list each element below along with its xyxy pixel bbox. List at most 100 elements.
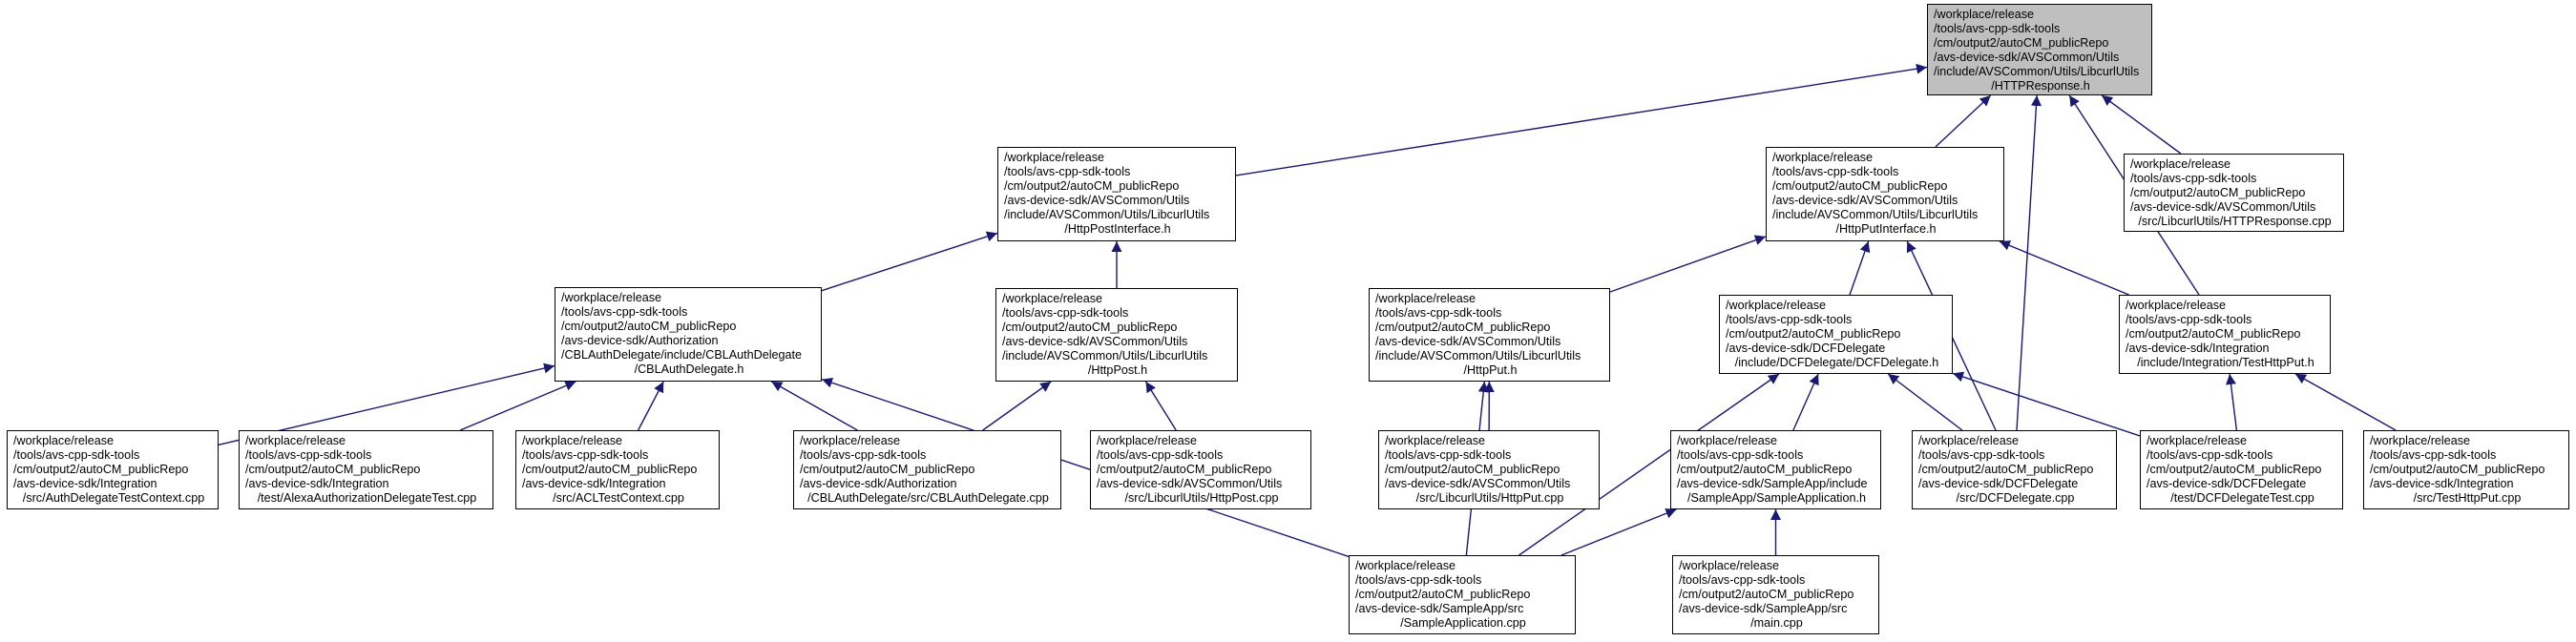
node-path-line: /tools/avs-cpp-sdk-tools [522,448,649,462]
node-http-post-h[interactable]: /workplace/release /tools/avs-cpp-sdk-to… [995,288,1238,382]
node-path-line: /cm/output2/autoCM_publicRepo [2126,327,2301,341]
node-file-name: /include/Integration/TestHttpPut.h [2137,356,2314,369]
edge-dcf_delegate_test_cpp-to-test_http_put_h [2226,373,2238,431]
node-path-line: /tools/avs-cpp-sdk-tools [1918,448,2045,462]
node-path-line: /cm/output2/autoCM_publicRepo [1002,321,1178,334]
node-path-line: /tools/avs-cpp-sdk-tools [1004,165,1131,178]
node-path-line: /avs-device-sdk/Integration [2126,342,2270,355]
node-http-post-interface-h[interactable]: /workplace/release /tools/avs-cpp-sdk-to… [997,147,1236,241]
node-file-name: /HTTPResponse.h [1991,79,2090,93]
node-file-name: /main.cpp [1750,616,1803,630]
node-test-http-put-cpp[interactable]: /workplace/release /tools/avs-cpp-sdk-to… [2363,430,2569,509]
node-sample-application-cpp[interactable]: /workplace/release /tools/avs-cpp-sdk-to… [1349,555,1576,634]
node-path-line: /workplace/release [1679,559,1779,572]
node-path-line: /tools/avs-cpp-sdk-tools [2370,448,2497,462]
node-main-cpp[interactable]: /workplace/release /tools/avs-cpp-sdk-to… [1672,555,1879,634]
node-path-line: /tools/avs-cpp-sdk-tools [800,448,927,462]
edge-sample_application_cpp-to-sample_application_h [1560,507,1677,556]
node-path-line: /cm/output2/autoCM_publicRepo [561,320,737,333]
node-path-line: /tools/avs-cpp-sdk-tools [1679,573,1806,587]
node-path-line: /tools/avs-cpp-sdk-tools [1934,22,2061,35]
node-file-name: /CBLAuthDelegate.h [634,362,744,376]
node-http-put-cpp[interactable]: /workplace/release /tools/avs-cpp-sdk-to… [1378,430,1600,509]
node-path-line: /cm/output2/autoCM_publicRepo [1385,463,1560,476]
node-path-line: /workplace/release [1726,299,1826,312]
edge-alexa_authorization_delegate_test_cpp-to-cbl_auth_delegate_h [459,381,576,431]
node-path-line: /avs-device-sdk/SampleApp/src [1355,602,1524,615]
node-http-put-h[interactable]: /workplace/release /tools/avs-cpp-sdk-to… [1369,288,1610,382]
edge-cbl_auth_delegate_cpp-to-http_post_h [982,381,1052,431]
node-test-http-put-h[interactable]: /workplace/release /tools/avs-cpp-sdk-to… [2119,295,2331,374]
node-path-line: /cm/output2/autoCM_publicRepo [2370,463,2545,476]
node-cbl-auth-delegate-cpp[interactable]: /workplace/release /tools/avs-cpp-sdk-to… [793,430,1061,509]
node-path-line: /cm/output2/autoCM_publicRepo [800,463,975,476]
node-dcf-delegate-cpp[interactable]: /workplace/release /tools/avs-cpp-sdk-to… [1912,430,2117,509]
node-path-line: /avs-device-sdk/DCFDelegate [1726,342,1886,355]
node-path-line: /cm/output2/autoCM_publicRepo [2130,186,2306,199]
node-path-line: /cm/output2/autoCM_publicRepo [1355,588,1531,601]
node-http-response-h[interactable]: /workplace/release /tools/avs-cpp-sdk-to… [1927,4,2152,95]
edge-test_http_put_h-to-http_put_interface_h [1999,240,2129,296]
node-file-name: /src/LibcurlUtils/HttpPut.cpp [1415,491,1564,505]
node-alexa-authorization-delegate-test-cpp[interactable]: /workplace/release /tools/avs-cpp-sdk-to… [239,430,493,509]
node-path-line: /avs-device-sdk/AVSCommon/Utils [1385,477,1571,490]
edge-sample_application_cpp-to-cbl_auth_delegate_h [821,377,1350,558]
node-file-name: /include/DCFDelegate/DCFDelegate.h [1734,356,1939,369]
node-path-line: /workplace/release [522,434,622,447]
node-path-line: /workplace/release [1385,434,1485,447]
node-file-name: /SampleApp/SampleApplication.h [1687,491,1866,505]
node-path-line: /cm/output2/autoCM_publicRepo [1004,179,1180,193]
node-file-name: /SampleApplication.cpp [1400,616,1526,630]
node-dcf-delegate-h[interactable]: /workplace/release /tools/avs-cpp-sdk-to… [1719,295,1953,374]
node-path-line: /include/AVSCommon/Utils/LibcurlUtils [1772,208,1979,221]
node-http-response-cpp[interactable]: /workplace/release /tools/avs-cpp-sdk-to… [2124,154,2344,232]
edge-cbl_auth_delegate_h-to-http_post_interface_h [821,231,998,292]
node-path-line: /avs-device-sdk/SampleApp/include [1677,477,1868,490]
node-path-line: /avs-device-sdk/AVSCommon/Utils [1375,335,1561,348]
edge-test_http_put_cpp-to-test_http_put_h [2294,373,2397,431]
edge-dcf_delegate_test_cpp-to-dcf_delegate_h [1952,371,2141,437]
node-path-line: /avs-device-sdk/SampleApp/src [1679,602,1848,615]
node-file-name: /CBLAuthDelegate/src/CBLAuthDelegate.cpp [807,491,1049,505]
node-path-line: /avs-device-sdk/Integration [245,477,389,490]
node-http-put-interface-h[interactable]: /workplace/release /tools/avs-cpp-sdk-to… [1766,147,2004,241]
edge-dcf_delegate_cpp-to-dcf_delegate_h [1887,373,1963,431]
node-file-name: /test/DCFDelegateTest.cpp [2170,491,2314,505]
node-path-line: /CBLAuthDelegate/include/CBLAuthDelegate [561,348,803,362]
node-acl-test-context-cpp[interactable]: /workplace/release /tools/avs-cpp-sdk-to… [515,430,720,509]
node-path-line: /tools/avs-cpp-sdk-tools [2130,172,2257,185]
node-path-line: /avs-device-sdk/Authorization [800,477,957,490]
node-file-name: /src/TestHttpPut.cpp [2413,491,2522,505]
node-path-line: /cm/output2/autoCM_publicRepo [1934,36,2109,50]
node-path-line: /workplace/release [1677,434,1777,447]
node-path-line: /avs-device-sdk/Integration [13,477,157,490]
edge-http_post_interface_h-to-http_response_h [1235,63,1928,176]
node-path-line: /cm/output2/autoCM_publicRepo [245,463,421,476]
node-file-name: /src/LibcurlUtils/HttpPost.cpp [1124,491,1279,505]
node-path-line: /tools/avs-cpp-sdk-tools [1375,306,1502,320]
node-cbl-auth-delegate-h[interactable]: /workplace/release /tools/avs-cpp-sdk-to… [555,287,822,382]
node-path-line: /tools/avs-cpp-sdk-tools [245,448,372,462]
node-path-line: /include/AVSCommon/Utils/LibcurlUtils [1004,208,1210,221]
node-path-line: /avs-device-sdk/AVSCommon/Utils [1004,194,1190,207]
node-path-line: /cm/output2/autoCM_publicRepo [1918,463,2094,476]
node-auth-delegate-test-context-cpp[interactable]: /workplace/release /tools/avs-cpp-sdk-to… [7,430,219,509]
node-dcf-delegate-test-cpp[interactable]: /workplace/release /tools/avs-cpp-sdk-to… [2140,430,2343,509]
node-path-line: /tools/avs-cpp-sdk-tools [1355,573,1482,587]
node-path-line: /avs-device-sdk/Authorization [561,334,719,347]
node-sample-application-h[interactable]: /workplace/release /tools/avs-cpp-sdk-to… [1670,430,1881,509]
node-file-name: /test/AlexaAuthorizationDelegateTest.cpp [257,491,477,505]
node-path-line: /tools/avs-cpp-sdk-tools [1097,448,1224,462]
node-path-line: /avs-device-sdk/DCFDelegate [2147,477,2307,490]
node-path-line: /tools/avs-cpp-sdk-tools [13,448,140,462]
node-path-line: /avs-device-sdk/AVSCommon/Utils [1097,477,1283,490]
edge-http_put_interface_h-to-http_response_h [1935,94,1992,148]
node-path-line: /workplace/release [2370,434,2470,447]
node-path-line: /workplace/release [245,434,346,447]
node-http-post-cpp[interactable]: /workplace/release /tools/avs-cpp-sdk-to… [1090,430,1311,509]
node-path-line: /include/AVSCommon/Utils/LibcurlUtils [1934,65,2140,78]
node-path-line: /cm/output2/autoCM_publicRepo [1375,321,1551,334]
node-path-line: /workplace/release [2126,299,2226,312]
edge-sample_application_h-to-dcf_delegate_h [1792,373,1819,431]
